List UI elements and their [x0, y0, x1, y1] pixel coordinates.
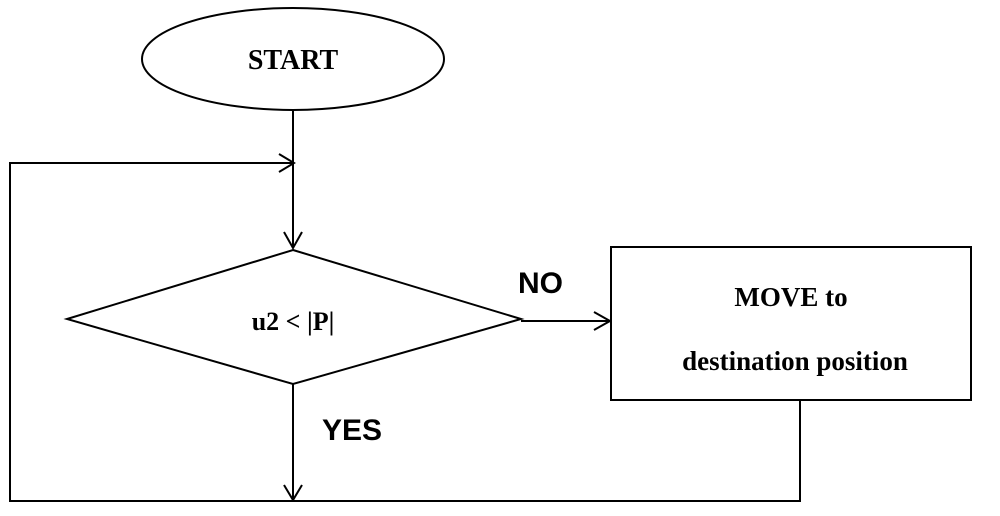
- yes-branch-label: YES: [322, 414, 382, 447]
- start-label: START: [248, 45, 339, 76]
- decision-node: u2 < |P|: [63, 248, 525, 386]
- process-node: MOVE to destination position: [610, 246, 972, 401]
- process-box: [610, 246, 972, 401]
- connector-start-to-decision: [283, 110, 303, 251]
- process-label-line2: destination position: [682, 346, 908, 376]
- no-branch-label: NO: [518, 267, 563, 300]
- decision-entry-arrowhead: [283, 231, 303, 251]
- connector-yes-branch: YES: [283, 384, 382, 502]
- connector-loop-back: [9, 153, 801, 502]
- process-label-line1: MOVE to: [734, 282, 847, 312]
- loop-back-path: [9, 162, 801, 502]
- start-node: START: [141, 7, 445, 111]
- connector-no-branch: NO: [518, 267, 613, 331]
- loop-back-arrowhead: [278, 153, 296, 173]
- decision-label: u2 < |P|: [252, 307, 335, 336]
